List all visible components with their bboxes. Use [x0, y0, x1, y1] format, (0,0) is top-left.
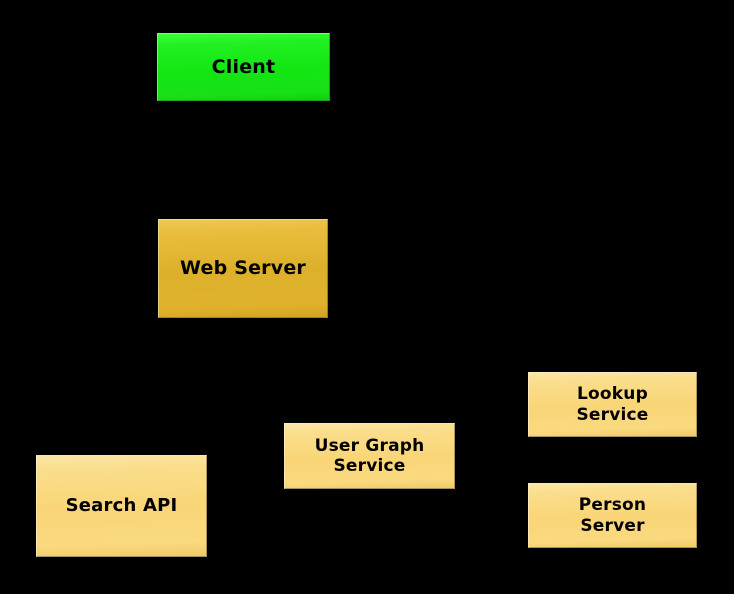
- node-user-graph-service[interactable]: User Graph Service: [284, 423, 455, 489]
- node-search-api[interactable]: Search API: [36, 455, 207, 557]
- node-client-label: Client: [211, 55, 276, 78]
- node-web-server[interactable]: Web Server: [158, 219, 328, 318]
- edge-web-server-to-search-api: [121, 317, 200, 455]
- node-client[interactable]: Client: [157, 33, 330, 101]
- node-search-api-label: Search API: [65, 495, 178, 517]
- node-lookup-service-label: Lookup Service: [576, 384, 649, 425]
- edge-web-server-to-lookup-service: [300, 299, 613, 372]
- node-lookup-service[interactable]: Lookup Service: [528, 372, 697, 437]
- edge-web-server-to-user-graph-service: [260, 317, 370, 423]
- node-user-graph-service-label: User Graph Service: [314, 435, 425, 476]
- node-web-server-label: Web Server: [180, 257, 306, 280]
- node-person-server[interactable]: Person Server: [528, 483, 697, 548]
- node-person-server-label: Person Server: [578, 495, 647, 536]
